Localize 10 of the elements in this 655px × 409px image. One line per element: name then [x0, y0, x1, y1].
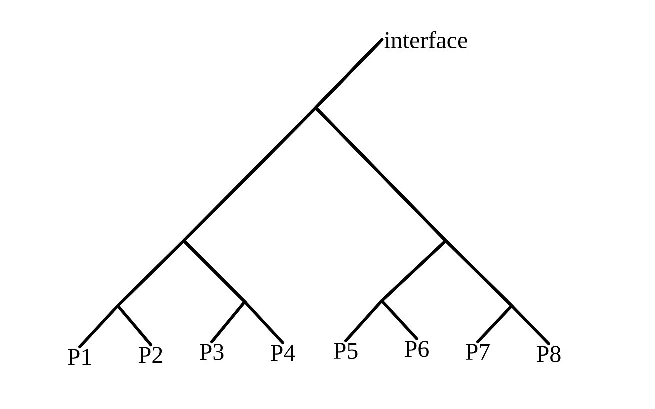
leaf-label: P2	[139, 347, 162, 364]
leaf-label: P4	[271, 345, 296, 361]
leaf-label: P8	[537, 346, 561, 362]
tree-branch	[314, 38, 550, 346]
leaf-label: P5	[334, 343, 358, 360]
interface-label: interface	[384, 31, 468, 49]
leaf-label: P3	[200, 344, 224, 360]
leaf-label: P7	[466, 344, 490, 360]
leaf-label: P1	[68, 349, 92, 366]
leaf-label: P6	[405, 341, 429, 358]
